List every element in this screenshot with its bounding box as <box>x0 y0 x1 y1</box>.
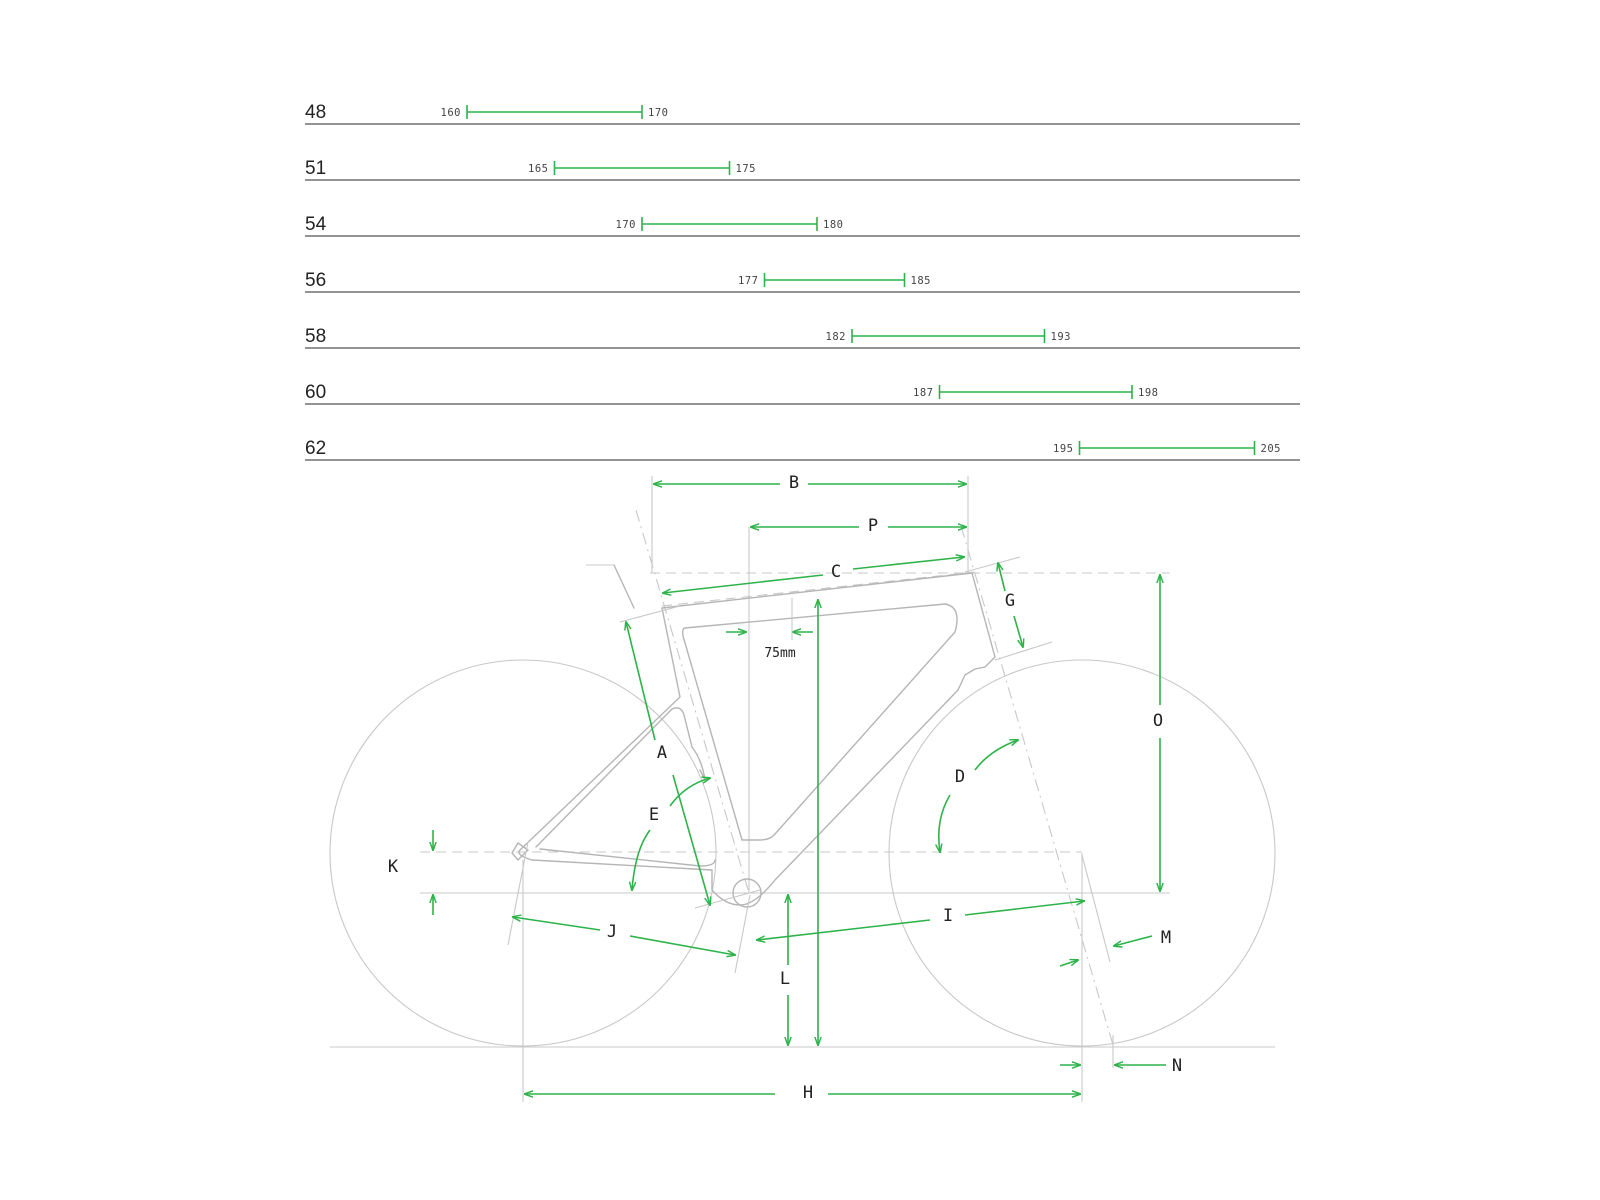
height-min-label: 182 <box>826 331 846 343</box>
dim-j-arrow-right <box>629 935 735 955</box>
dim-g-arrow-bottom <box>1013 615 1023 647</box>
label-j: J <box>607 922 617 942</box>
label-n: N <box>1172 1056 1182 1076</box>
height-max-label: 193 <box>1051 331 1071 343</box>
seatpost <box>613 564 635 609</box>
label-h: H <box>803 1083 813 1103</box>
size-chart: 48 160 170 51 165 175 54 170 180 56 177 185 58 182 193… <box>305 102 1300 461</box>
dim-g-arrow-top <box>998 563 1006 592</box>
dim-m-arrow <box>1114 935 1153 946</box>
frame-outline <box>518 572 996 906</box>
height-min-label: 195 <box>1053 443 1073 455</box>
size-label: 58 <box>305 326 326 347</box>
seatstay-inner <box>535 707 706 848</box>
label-d: D <box>955 767 965 787</box>
label-l: L <box>780 969 790 989</box>
height-max-label: 175 <box>736 163 756 175</box>
steering-axis <box>960 525 1114 1046</box>
size-label: 60 <box>305 382 326 403</box>
geometry-diagram: B P C G O 75mm A D E K I J M L N H <box>329 473 1276 1103</box>
size-label: 56 <box>305 270 326 291</box>
fork-leg <box>1081 854 1111 963</box>
height-max-label: 198 <box>1138 387 1158 399</box>
height-min-label: 187 <box>913 387 933 399</box>
dim-a-arrow-top <box>626 622 656 741</box>
height-max-label: 185 <box>911 275 931 287</box>
label-e: E <box>649 805 659 825</box>
dim-e-arrow-top <box>669 778 710 807</box>
label-o: O <box>1153 711 1163 731</box>
seat-angle-guide <box>619 605 681 623</box>
dim-i-arrow-right <box>964 901 1084 916</box>
bottom-bracket <box>732 878 762 908</box>
dim-d-arrow-top <box>974 740 1018 771</box>
height-min-label: 160 <box>441 107 461 119</box>
dim-e-arrow-bottom <box>632 829 651 890</box>
seat-tube-axis <box>635 509 750 894</box>
height-min-label: 177 <box>738 275 758 287</box>
dim-c-arrow-left <box>663 574 824 593</box>
chainstay-inner <box>539 848 716 867</box>
dim-d-arrow-bottom <box>939 794 951 852</box>
label-i: I <box>943 906 953 926</box>
label-a: A <box>657 743 667 763</box>
label-c: C <box>831 562 841 582</box>
dropout <box>511 842 529 861</box>
dim-i-arrow-left <box>757 919 931 940</box>
head-bottom-guide <box>994 641 1053 661</box>
height-min-label: 165 <box>528 163 548 175</box>
label-g: G <box>1005 591 1015 611</box>
label-b: B <box>789 473 799 493</box>
size-label: 62 <box>305 438 326 459</box>
label-m: M <box>1161 928 1171 948</box>
head-stack-guide <box>964 556 1021 573</box>
size-label: 54 <box>305 214 327 235</box>
height-max-label: 180 <box>823 219 843 231</box>
label-75mm: 75mm <box>764 646 795 661</box>
top-tube-axis <box>661 571 976 607</box>
height-max-label: 170 <box>648 107 668 119</box>
dim-c-arrow-right <box>852 557 964 570</box>
dim-a-arrow-bottom <box>672 774 710 905</box>
rear-chainstay-guide <box>507 841 529 946</box>
height-min-label: 170 <box>616 219 636 231</box>
dim-j-arrow-left <box>513 917 601 931</box>
label-p: P <box>868 516 878 536</box>
size-label: 51 <box>305 158 326 179</box>
size-label: 48 <box>305 102 326 123</box>
label-k: K <box>388 857 399 877</box>
height-max-label: 205 <box>1261 443 1281 455</box>
frame-inner-window <box>682 603 958 841</box>
dim-m-arrow-left <box>1059 960 1078 967</box>
crank-guide <box>734 894 751 974</box>
